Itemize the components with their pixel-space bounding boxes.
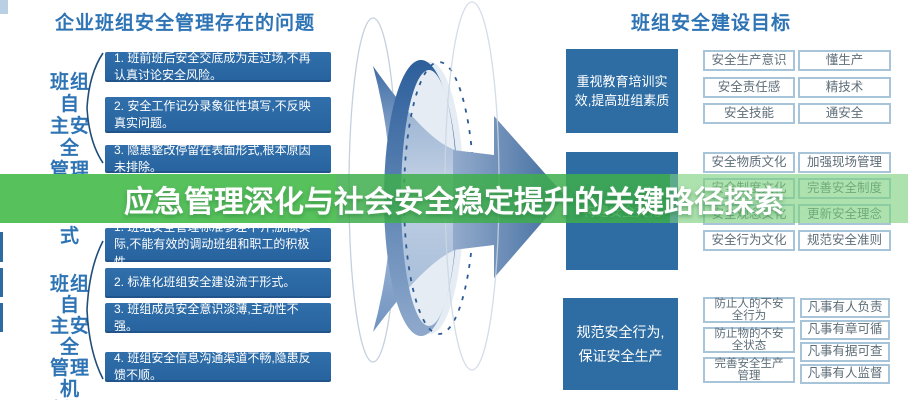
goal-box: 安全物质文化 <box>703 152 795 173</box>
goal-box: 懂生产 <box>798 50 891 71</box>
goal-lead-behavior: 规范安全行为, 保证安全生产 <box>563 298 678 390</box>
problem-item: 2. 安全工作记分录象征性填写,不反映真实问题。 <box>105 97 331 133</box>
problem-item: 3. 隐患整改停留在表面形式,根本原因未排除。 <box>105 143 331 174</box>
label-line: 班组自 <box>49 72 90 115</box>
banner-segment <box>670 174 908 223</box>
goal-box: 规范安全准则 <box>798 230 891 251</box>
goal-box: 凡事有人负责 <box>800 298 890 318</box>
goal-box: 安全行为文化 <box>703 230 795 251</box>
problem-item: 1. 班前班后安全交底成为走过场,不再认真讨论安全风险。 <box>105 51 331 82</box>
banner-segment <box>0 174 336 223</box>
goal-box: 通安全 <box>798 103 891 124</box>
label-line: 班组自 <box>49 274 90 316</box>
goals-title: 班组安全建设目标 <box>630 13 791 34</box>
banner-title: 应急管理深化与社会安全稳定提升的关键路径探索 <box>124 185 784 219</box>
goal-box: 防止物的不安全状态 <box>703 327 795 353</box>
goal-box: 精技术 <box>798 77 891 98</box>
edge-artifact <box>0 268 3 297</box>
problems-title: 企业班组安全管理存在的问题 <box>54 13 315 34</box>
brace-icon <box>86 240 104 380</box>
goal-box: 安全责任感 <box>703 77 795 98</box>
problem-item: 1. 班组安全管理标准参差不齐,脱离实际,不能有效的调动班组和职工的积极性。 <box>105 220 331 269</box>
label-line: 主安全 <box>49 316 90 358</box>
lead-line: 规范安全行为, <box>576 324 665 340</box>
label-line: 主安全 <box>49 116 90 159</box>
goal-box: 凡事有人监督 <box>800 364 890 384</box>
goal-lead-education: 重视教育培训实效,提高班组素质 <box>566 49 678 133</box>
group2-vertical-label: 班组自 主安全 管理机 制不完 善 <box>42 274 98 400</box>
goal-box: 完善安全生产管理 <box>703 357 795 383</box>
label-line: 管理机 <box>49 358 90 400</box>
edge-artifact <box>0 232 3 262</box>
ring-crescent <box>384 60 458 336</box>
problem-item: 3. 班组成员安全意识淡薄,主动性不强。 <box>105 302 331 333</box>
goal-box: 凡事有据可查 <box>800 342 890 362</box>
goal-box: 加强现场管理 <box>798 152 891 173</box>
brace-icon <box>86 52 104 164</box>
headline-banner: 应急管理深化与社会安全稳定提升的关键路径探索 <box>0 174 908 223</box>
banner-segment <box>336 174 670 223</box>
problem-item: 4. 班组安全信息沟通渠道不畅,隐患反馈不顺。 <box>105 351 331 382</box>
edge-artifact <box>0 0 8 14</box>
goal-box: 安全技能 <box>703 103 795 124</box>
lead-line: 保证安全生产 <box>578 348 663 364</box>
edge-artifact <box>0 303 3 332</box>
goal-box: 防止人的不安全行为 <box>703 297 795 323</box>
goal-box: 安全生产意识 <box>703 50 795 71</box>
problem-item: 2. 标准化班组安全建设流于形式。 <box>105 268 331 298</box>
goal-box: 凡事有章可循 <box>800 320 890 340</box>
